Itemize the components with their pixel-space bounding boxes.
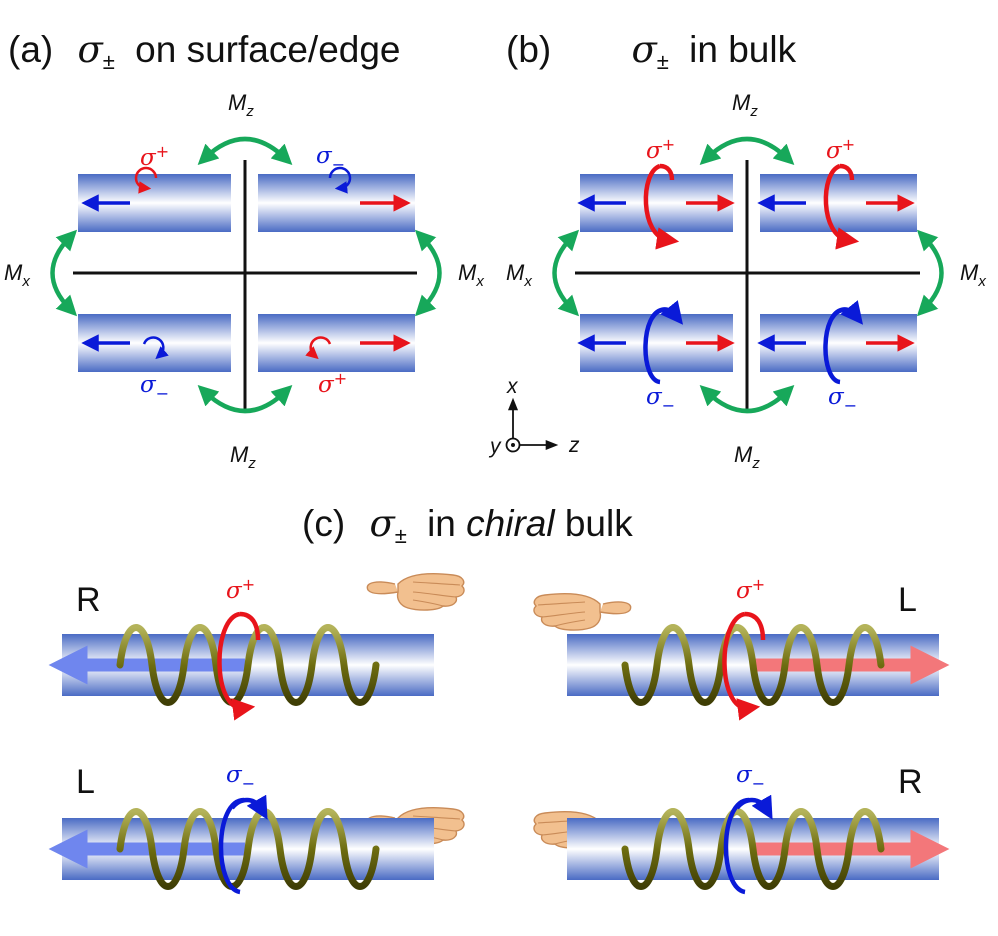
axis-label-y: y (488, 435, 502, 458)
chirality-label-right: R (76, 581, 101, 619)
sigma-plus-label: σ+ (226, 575, 255, 604)
mx-label: Mx (458, 260, 484, 290)
spin-circle-blue (142, 336, 169, 360)
rotation-arc-red-top (744, 611, 766, 641)
sigma-minus-label: σ− (736, 762, 765, 793)
spin-circle-red (134, 166, 158, 194)
mx-label: Mx (4, 260, 30, 290)
rotation-arc-red-top (659, 163, 675, 181)
mz-label: Mz (230, 442, 256, 472)
rotation-arc-red-top (839, 163, 855, 181)
helix-left-handed (116, 808, 380, 890)
mirror-arrow-mz-bottom (197, 385, 293, 414)
mz-label: Mz (732, 90, 758, 120)
sigma-minus-label: σ− (226, 762, 255, 793)
chirality-label-left: L (898, 581, 917, 619)
mz-label: Mz (734, 442, 760, 472)
rotation-arc-red (823, 163, 860, 250)
helix-right-handed (116, 624, 380, 706)
panel-b: (b) σ± in bulk σ+ σ+ σ− σ− (488, 28, 986, 472)
sigma-minus-label: σ− (828, 384, 857, 415)
panel-a: (a) σ± on surface/edge σ+ σ− σ− σ+ M (4, 28, 484, 472)
axis-label-z: z (568, 434, 580, 457)
rotation-arc-red (217, 611, 256, 721)
spin-circle-red (305, 336, 332, 360)
mirror-arrow-mz-bottom (699, 385, 795, 414)
mx-label: Mx (506, 260, 532, 290)
hand-icon (533, 593, 632, 631)
sigma-minus-label: σ− (140, 372, 169, 403)
sigma-plus-label: σ+ (646, 135, 675, 164)
hand-icon (366, 573, 465, 611)
mirror-arrow-mz-top (699, 136, 795, 165)
helix-right-handed (621, 808, 885, 890)
panel-a-title: (a) σ± on surface/edge (8, 28, 401, 77)
chirality-label-left: L (76, 763, 95, 801)
spin-circle-blue (328, 166, 352, 194)
panel-b-title: (b) σ± in bulk (506, 28, 797, 77)
mz-label: Mz (228, 90, 254, 120)
mirror-arrow-mx-left (552, 229, 580, 317)
rotation-arc-red (643, 163, 680, 250)
helix-left-handed (621, 624, 885, 706)
mirror-arrow-mx-right (916, 229, 944, 317)
rotation-arc-blue-top (230, 794, 268, 820)
sigma-plus-label: σ+ (318, 369, 347, 398)
rotation-arc-blue-top (650, 300, 684, 325)
panel-c: (c) σ± in chiral bulk R L L R (48, 502, 950, 895)
sigma-plus-label: σ+ (826, 135, 855, 164)
sigma-minus-label: σ− (646, 384, 675, 415)
rotation-arc-blue-top (830, 300, 864, 325)
rotation-arc-blue-top (735, 794, 773, 820)
mx-label: Mx (960, 260, 986, 290)
mirror-arrow-mz-top (197, 136, 293, 165)
coordinate-axes: x y z (488, 375, 580, 458)
sigma-plus-label: σ+ (140, 142, 169, 171)
panel-c-title: (c) σ± in chiral bulk (302, 502, 633, 551)
sigma-plus-label: σ+ (736, 575, 765, 604)
rotation-arc-red-top (239, 611, 261, 641)
mirror-arrow-mx-right (414, 229, 442, 317)
sigma-minus-label: σ− (316, 143, 345, 174)
chirality-label-right: R (898, 763, 923, 801)
axis-label-x: x (506, 375, 519, 398)
rotation-arc-red (722, 611, 761, 721)
mirror-arrow-mx-left (50, 229, 78, 317)
